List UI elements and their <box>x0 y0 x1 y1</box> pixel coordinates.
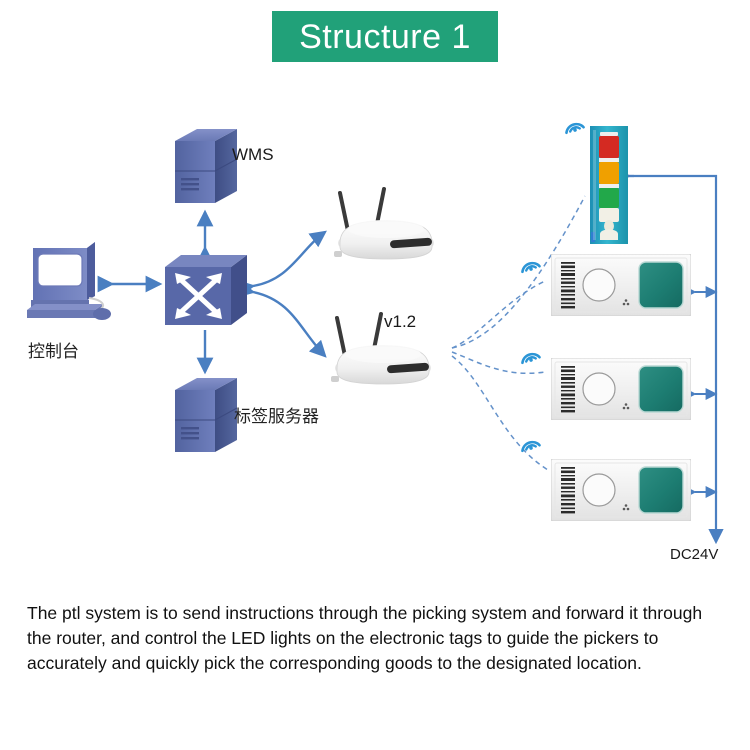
barcode-icon <box>561 262 575 309</box>
console-label: 控制台 <box>28 342 79 361</box>
description-text: The ptl system is to send instructions t… <box>27 603 703 673</box>
page-title: Structure 1 <box>299 17 471 56</box>
barcode-icon <box>561 366 575 413</box>
tag-server-label: 标签服务器 <box>234 407 319 426</box>
network-switch[interactable] <box>165 253 247 325</box>
led-dots-icon <box>622 299 630 306</box>
title-banner: Structure 1 <box>272 11 498 62</box>
router-version-label: v1.2 <box>384 312 417 331</box>
wireless-links <box>451 195 586 471</box>
power-label: DC24V <box>670 546 719 563</box>
electronic-tag-2[interactable] <box>550 357 692 421</box>
barcode-icon <box>561 467 575 514</box>
link-switch-router-top <box>237 230 327 297</box>
wireless-router-top[interactable] <box>328 185 444 263</box>
stack-light-tower[interactable] <box>590 126 628 244</box>
wifi-icon-tower <box>562 114 588 136</box>
electronic-tag-3[interactable] <box>550 458 692 522</box>
tag-server[interactable] <box>175 378 238 452</box>
console-computer[interactable] <box>25 238 125 330</box>
link-switch-router-bottom <box>237 280 327 358</box>
wireless-link-tag1 <box>451 280 546 349</box>
wifi-icon-tag-1 <box>518 253 544 275</box>
led-dots-icon <box>622 504 630 511</box>
wifi-icon-tag-2 <box>518 344 544 366</box>
electronic-tag-1[interactable] <box>550 253 692 317</box>
wireless-router-bottom[interactable] <box>325 310 441 388</box>
led-dots-icon <box>622 403 630 410</box>
wms-label: WMS <box>232 145 274 164</box>
wifi-icon-tag-3 <box>518 432 544 454</box>
wms-server[interactable] <box>175 129 238 203</box>
